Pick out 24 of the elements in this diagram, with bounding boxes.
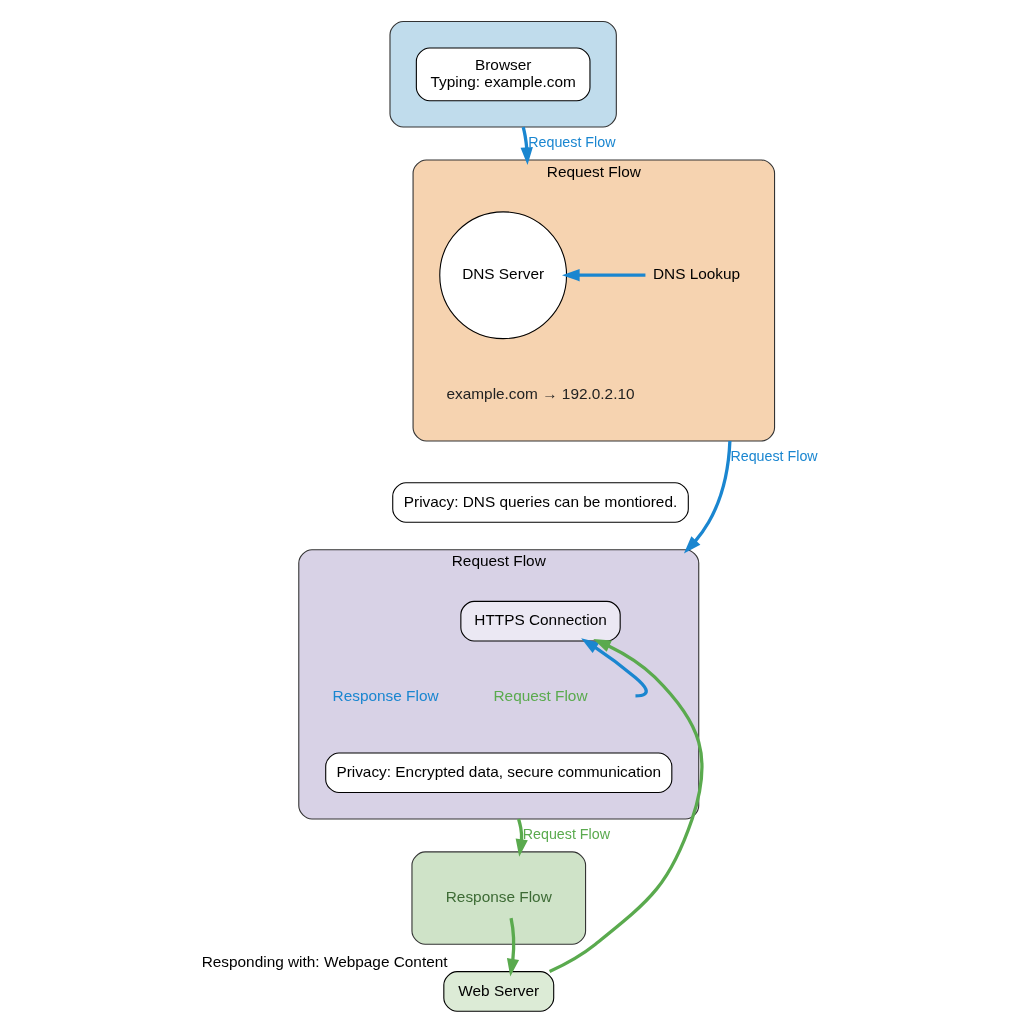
arrow [506, 917, 519, 977]
cluster [388, 21, 617, 128]
edge-label: Request Flow [527, 134, 615, 151]
node-box: Privacy: Encrypted data, secure communication [324, 752, 672, 794]
label: example.com → 192.0.2.10 [446, 384, 635, 402]
node-box: HTTPS Connection [459, 600, 621, 642]
label: Response Flow [332, 687, 439, 705]
node-label: Responding with: Webpage Content [201, 953, 448, 971]
node-text: Response Flow [445, 888, 552, 906]
edge-label: Request Flow [729, 448, 818, 465]
node-circle: DNS Server [438, 211, 567, 340]
node-text: DNS Lookup [652, 265, 740, 283]
cluster [410, 851, 586, 945]
arrow [515, 818, 528, 857]
arrow [520, 126, 533, 165]
arrow [548, 638, 704, 973]
arrow [580, 638, 648, 698]
label: Request Flow [493, 687, 588, 705]
edge-label: Request Flow [522, 826, 610, 843]
node-box: Web Server [442, 971, 554, 1012]
node-box: Privacy: DNS queries can be montiored. [391, 482, 689, 523]
arrow [683, 440, 732, 554]
node-box: Browser Typing: example.com [415, 47, 590, 102]
arrow [561, 269, 645, 282]
